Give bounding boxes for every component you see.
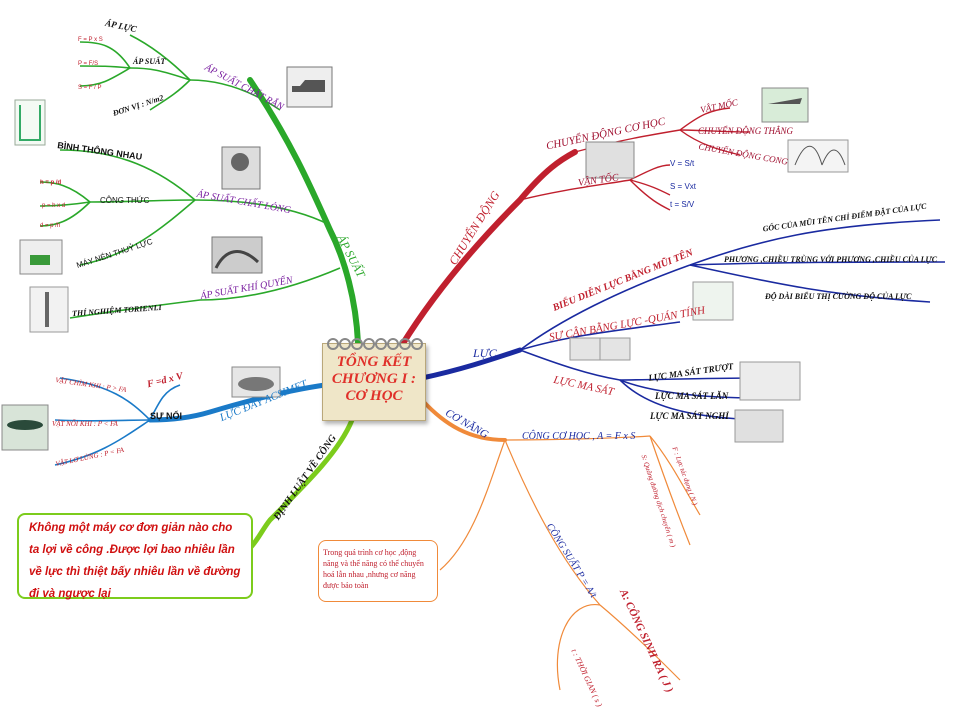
main-branches xyxy=(147,77,578,551)
illustrations xyxy=(1,66,849,451)
spiral-binding xyxy=(327,338,423,350)
node-p-formula[interactable]: p = h x d xyxy=(42,203,66,209)
node-s-f-p[interactable]: S = F / P xyxy=(78,85,102,91)
node-t-formula[interactable]: t = S/V xyxy=(670,200,695,209)
node-p-f-s[interactable]: P = F/S xyxy=(78,61,99,67)
friction-image-2 xyxy=(599,337,631,361)
node-ma-sat-nghi[interactable]: LỰC MA SÁT NGHỈ xyxy=(650,411,729,421)
sliding-block-image xyxy=(739,361,801,401)
co-nang-sub-branches xyxy=(439,435,701,691)
node-su-noi[interactable]: SỰ NỔI xyxy=(150,411,182,421)
branch-luc xyxy=(419,347,523,381)
node-s-formula[interactable]: S = Vxt xyxy=(670,182,697,191)
ac-si-met-sub-branches xyxy=(54,377,181,466)
friction-image-1 xyxy=(569,337,601,361)
dinh-luat-sub-branches xyxy=(249,519,271,551)
node-d-formula[interactable]: d = p /h xyxy=(40,223,61,229)
center-node[interactable]: TỔNG KẾT CHƯƠNG I : CƠ HỌC xyxy=(322,338,426,421)
node-do-dai[interactable]: ĐỘ DÀI BIỂU THỊ CƯỜNG ĐỘ CỦA LỰC xyxy=(765,292,912,301)
center-line-1: TỔNG KẾT xyxy=(336,354,412,370)
airplane-image xyxy=(761,87,809,123)
chuyen-dong-sub-branches xyxy=(519,107,751,211)
co-nang-note[interactable]: Trong quá trình cơ học ,động năng và thế… xyxy=(318,540,438,602)
branch-label-luc[interactable]: LỰC xyxy=(473,346,497,360)
co-nang-note-text: Trong quá trình cơ học ,động năng và thế… xyxy=(323,548,424,590)
node-phuong[interactable]: PHƯƠNG ,CHIỀU TRÙNG VỚI PHƯƠNG ,CHIỀU CỦ… xyxy=(724,255,938,264)
center-line-3: CƠ HỌC xyxy=(345,388,403,404)
node-cong-co-hoc[interactable]: CÔNG CƠ HỌC , A = F x S xyxy=(522,431,636,442)
branch-chuyen-dong xyxy=(399,149,578,348)
ap-suat-sub-branches xyxy=(39,34,341,319)
dinh-luat-note[interactable]: Không một máy cơ đơn giản nào cho ta lợi… xyxy=(17,513,253,600)
branch-co-nang xyxy=(420,398,507,442)
branch-ap-suat xyxy=(247,77,361,346)
center-title: TỔNG KẾT CHƯƠNG I : CƠ HỌC xyxy=(323,354,425,405)
race-image xyxy=(585,141,635,179)
node-cd-thang[interactable]: CHUYỂN ĐỘNG THẲNG xyxy=(698,126,794,136)
node-ap-suat-sub[interactable]: ÁP SUẤT xyxy=(133,57,166,66)
curved-motion-image xyxy=(787,139,849,173)
node-v-formula[interactable]: V = S/t xyxy=(670,159,695,168)
center-line-2: CHƯƠNG I : xyxy=(331,371,417,387)
dinh-luat-note-text: Không một máy cơ đơn giản nào cho ta lợi… xyxy=(29,522,241,600)
branch-ac-si-met xyxy=(147,382,328,423)
balance-image xyxy=(692,281,734,321)
static-friction-image xyxy=(734,409,784,443)
node-ma-sat-lan[interactable]: LỰC MA SÁT LĂN xyxy=(655,391,729,401)
atmosphere-image xyxy=(211,236,263,274)
node-h-formula[interactable]: h = p /d xyxy=(40,180,62,186)
node-f-p-s[interactable]: F = P x S xyxy=(78,37,103,43)
node-vat-noi[interactable]: VẬT NỔI KHI : P < FA xyxy=(52,420,118,428)
node-cong-thuc[interactable]: CÔNG THỨC xyxy=(100,196,150,205)
